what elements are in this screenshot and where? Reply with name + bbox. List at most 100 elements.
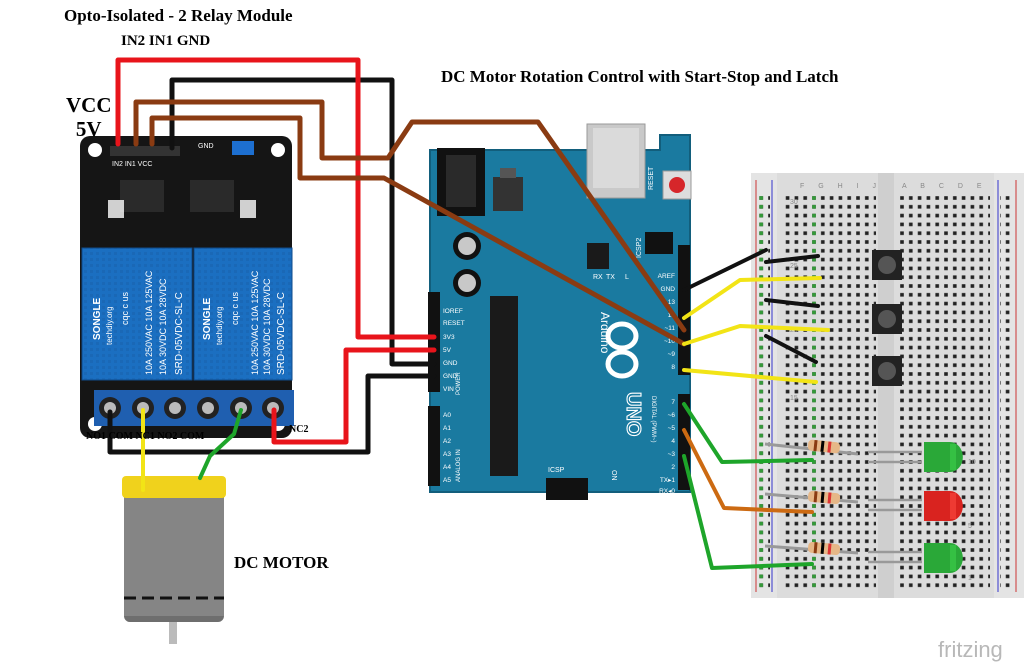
- wire-jumper-black-1: [764, 254, 820, 264]
- analog-header: [428, 406, 440, 486]
- pin-gnd-2: GND: [443, 373, 458, 380]
- resistor-2: [764, 490, 859, 505]
- relay-1-site: techdiy.org: [105, 306, 114, 345]
- wire-vcc-red: [115, 57, 437, 340]
- diagram-title: DC Motor Rotation Control with Start-Sto…: [441, 67, 839, 86]
- pin-5: ~5: [668, 425, 676, 432]
- pin-11: ~11: [664, 325, 675, 332]
- power-header: [428, 292, 440, 392]
- pin-a1: A1: [443, 425, 451, 432]
- wire-in1-brown: [149, 115, 687, 347]
- pin-gnd-3: GND: [661, 286, 676, 293]
- breadboard-right-letters: A B C D E: [902, 183, 988, 190]
- icsp2-label: ICSP2: [636, 238, 643, 258]
- resistor-1: [764, 439, 859, 456]
- arduino-logo: [605, 321, 639, 379]
- relay-module: IN2 IN1 VCC GND SONGLE techdiy.org cqc c…: [80, 136, 294, 438]
- push-button-latch: [872, 356, 902, 386]
- wire-jumper-black-2: [764, 298, 820, 308]
- pin-3v3: 3V3: [443, 334, 455, 341]
- relay-terminal-labels: NO1 COM NC1 NO2 COM: [86, 431, 205, 442]
- pin-a5: A5: [443, 477, 451, 484]
- pin-gnd-1: GND: [443, 360, 458, 367]
- relay-2-brand: SONGLE: [202, 297, 213, 340]
- breadboard-row-20: 20: [790, 327, 798, 334]
- breadboard-row-30: 30: [790, 199, 798, 206]
- jumper: [232, 141, 254, 155]
- relay-module-title: Opto-Isolated - 2 Relay Module: [64, 6, 293, 25]
- reset-label: RESET: [648, 166, 655, 190]
- wire-5v-red-loop: [271, 347, 437, 445]
- relay-input-pins-label: IN2 IN1 GND: [121, 33, 211, 49]
- dc-motor: [122, 476, 226, 644]
- wire-pin4-orange: [682, 428, 814, 514]
- wire-gnd-breadboard: [682, 248, 768, 292]
- pin-aref: AREF: [658, 273, 675, 280]
- pin-reset: RESET: [443, 320, 465, 327]
- pin-a0: A0: [443, 412, 451, 419]
- breadboard-left-strip: [784, 193, 876, 591]
- relay-pin-labels: IN2 IN1 VCC: [112, 161, 152, 168]
- pin-3: ~3: [668, 451, 676, 458]
- relay-gnd-label: GND: [198, 143, 214, 150]
- led-green-2: [868, 543, 963, 573]
- digital-header-top: [678, 245, 690, 375]
- atmega-chip: [490, 296, 518, 476]
- breadboard-row-5: 5: [968, 523, 972, 530]
- wire-pin9-yellow: [682, 324, 830, 346]
- relay-1: SONGLE techdiy.org cqc c us 10A 250VAC 1…: [81, 247, 193, 381]
- breadboard-row-25: 25: [790, 263, 798, 270]
- breadboard-row-1: 1: [968, 575, 972, 582]
- relay-1-model: SRD-05VDC-SL-C: [174, 292, 185, 375]
- relay-2-site: techdiy.org: [215, 306, 224, 345]
- arduino-uno-board: RESET ICSP2 ICSP TX RX L ON Arduino UNO …: [428, 123, 692, 500]
- analog-label: ANALOG IN: [456, 449, 462, 482]
- led-red: [868, 491, 963, 521]
- pin-1-tx: TX▸1: [660, 477, 676, 484]
- pin-a4: A4: [443, 464, 451, 471]
- pin-6: ~6: [668, 412, 676, 419]
- icsp2-header: [645, 232, 673, 254]
- pin-2: 2: [671, 464, 675, 471]
- wire-motor-green: [198, 408, 243, 480]
- icsp-label: ICSP: [548, 467, 565, 474]
- breadboard-row-15: 15: [790, 395, 798, 402]
- voltage-regulator: [493, 177, 523, 211]
- relay-1-rating-2: 10A 30VDC 10A 28VDC: [158, 278, 168, 375]
- screw-terminals: [94, 390, 294, 426]
- l-label: L: [625, 274, 629, 281]
- wire-jumper-black-3: [764, 334, 818, 364]
- power-label: POWER: [456, 372, 462, 395]
- pin-10: ~10: [664, 338, 675, 345]
- pin-4: 4: [671, 438, 675, 445]
- icsp-header: [546, 478, 588, 500]
- on-label: ON: [610, 470, 617, 481]
- rx-label: RX: [593, 274, 603, 281]
- pin-5v: 5V: [443, 347, 452, 354]
- breadboard-row-10: 10: [968, 459, 976, 466]
- pin-a3: A3: [443, 451, 451, 458]
- relay-1-rating-1: 10A 250VAC 10A 125VAC: [144, 270, 154, 375]
- tx-label: TX: [606, 274, 615, 281]
- resistor-3: [764, 541, 859, 556]
- pin-ioref: IOREF: [443, 308, 463, 315]
- wire-pin2-green: [682, 454, 814, 570]
- dc-motor-label: DC MOTOR: [234, 553, 329, 572]
- relay-2: SONGLE techdiy.org cqc c us 10A 250VAC 1…: [193, 247, 293, 381]
- pin-9: ~9: [668, 351, 676, 358]
- vcc-voltage-text: 5V: [75, 117, 102, 141]
- pin-8: 8: [671, 364, 675, 371]
- wire-pin12-yellow: [682, 276, 822, 320]
- breadboard-left-letters: F G H I J: [800, 183, 882, 190]
- relay-1-brand: SONGLE: [92, 297, 103, 340]
- wire-pin7-green: [682, 402, 814, 464]
- usb-chip: [587, 243, 609, 269]
- relay-2-marks: cqc c us: [230, 291, 240, 325]
- relay-2-rating-2: 10A 30VDC 10A 28VDC: [262, 278, 272, 375]
- vcc-text: VCC: [66, 93, 112, 117]
- input-pin-header: [110, 146, 180, 156]
- breadboard-right-strip: [898, 193, 990, 591]
- digital-label: DIGITAL (PWM~): [650, 396, 656, 443]
- led-green-1: [868, 442, 963, 472]
- motor-shaft: [169, 622, 177, 644]
